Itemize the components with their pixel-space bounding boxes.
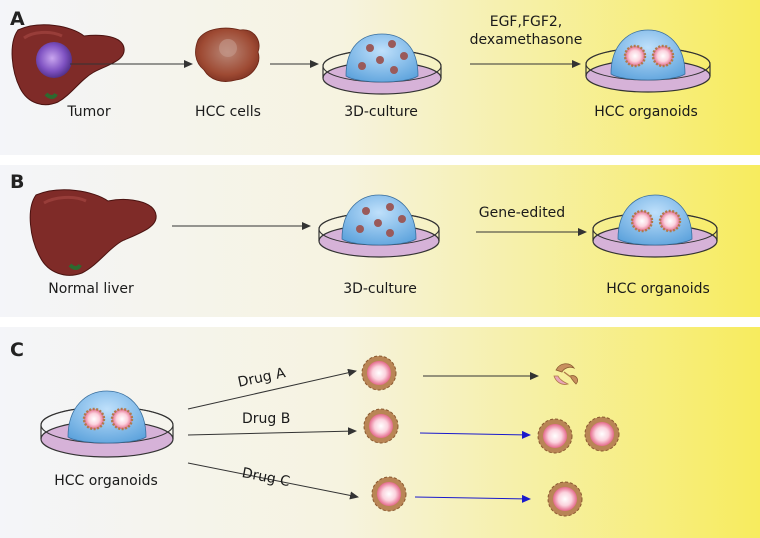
label-tumor: Tumor <box>67 104 111 120</box>
organoid-icon <box>361 355 397 391</box>
organoid-icon <box>537 418 573 454</box>
panel-c: C HCC organoids Drug A Drug B Drug C <box>0 327 760 538</box>
treatment-line-2: dexamethasone <box>469 32 583 48</box>
label-hcc-organoids-c: HCC organoids <box>54 473 158 489</box>
label-3d-culture: 3D-culture <box>344 104 418 120</box>
tumor-nodule-icon <box>36 42 72 78</box>
label-3d-culture-b: 3D-culture <box>343 281 417 297</box>
culture-dish-icon <box>318 194 440 258</box>
organoid-icon <box>363 408 399 444</box>
liver-icon <box>29 189 157 276</box>
arrow-drug-b <box>187 427 357 436</box>
label-normal-liver: Normal liver <box>48 281 134 297</box>
panel-c-graphic <box>0 327 760 538</box>
treatment-line-1: EGF,FGF2, <box>489 14 563 30</box>
panel-label-c: C <box>10 339 24 361</box>
culture-dish-icon <box>322 33 442 95</box>
panel-a: A Tumor HCC cells 3D-culture HCC organoi… <box>0 0 760 155</box>
panel-b: B Normal liver 3D-culture HCC organoids … <box>0 165 760 317</box>
panel-b-graphic <box>0 165 760 317</box>
organoid-icon <box>371 476 407 512</box>
organoid-dish-icon <box>585 29 711 93</box>
organoid-icon <box>547 481 583 517</box>
arrow-outcome-c <box>414 494 531 503</box>
arrow-outcome-b <box>419 430 531 439</box>
label-gene-edited: Gene-edited <box>478 205 566 221</box>
arrow-drug-c <box>187 462 359 500</box>
arrow-drug-a <box>187 368 357 410</box>
organoid-dish-icon <box>592 194 718 258</box>
panel-label-b: B <box>10 171 25 193</box>
label-hcc-cells: HCC cells <box>195 104 261 120</box>
organoid-icon <box>584 416 620 452</box>
label-drug-b: Drug B <box>242 411 291 427</box>
dead-organoid-icon <box>553 363 578 385</box>
cell-cluster-icon <box>195 27 260 82</box>
label-hcc-organoids-a: HCC organoids <box>594 104 698 120</box>
panel-a-graphic <box>0 0 760 155</box>
organoid-dish-icon <box>40 390 174 458</box>
label-hcc-organoids-b: HCC organoids <box>606 281 710 297</box>
panel-label-a: A <box>10 8 25 30</box>
